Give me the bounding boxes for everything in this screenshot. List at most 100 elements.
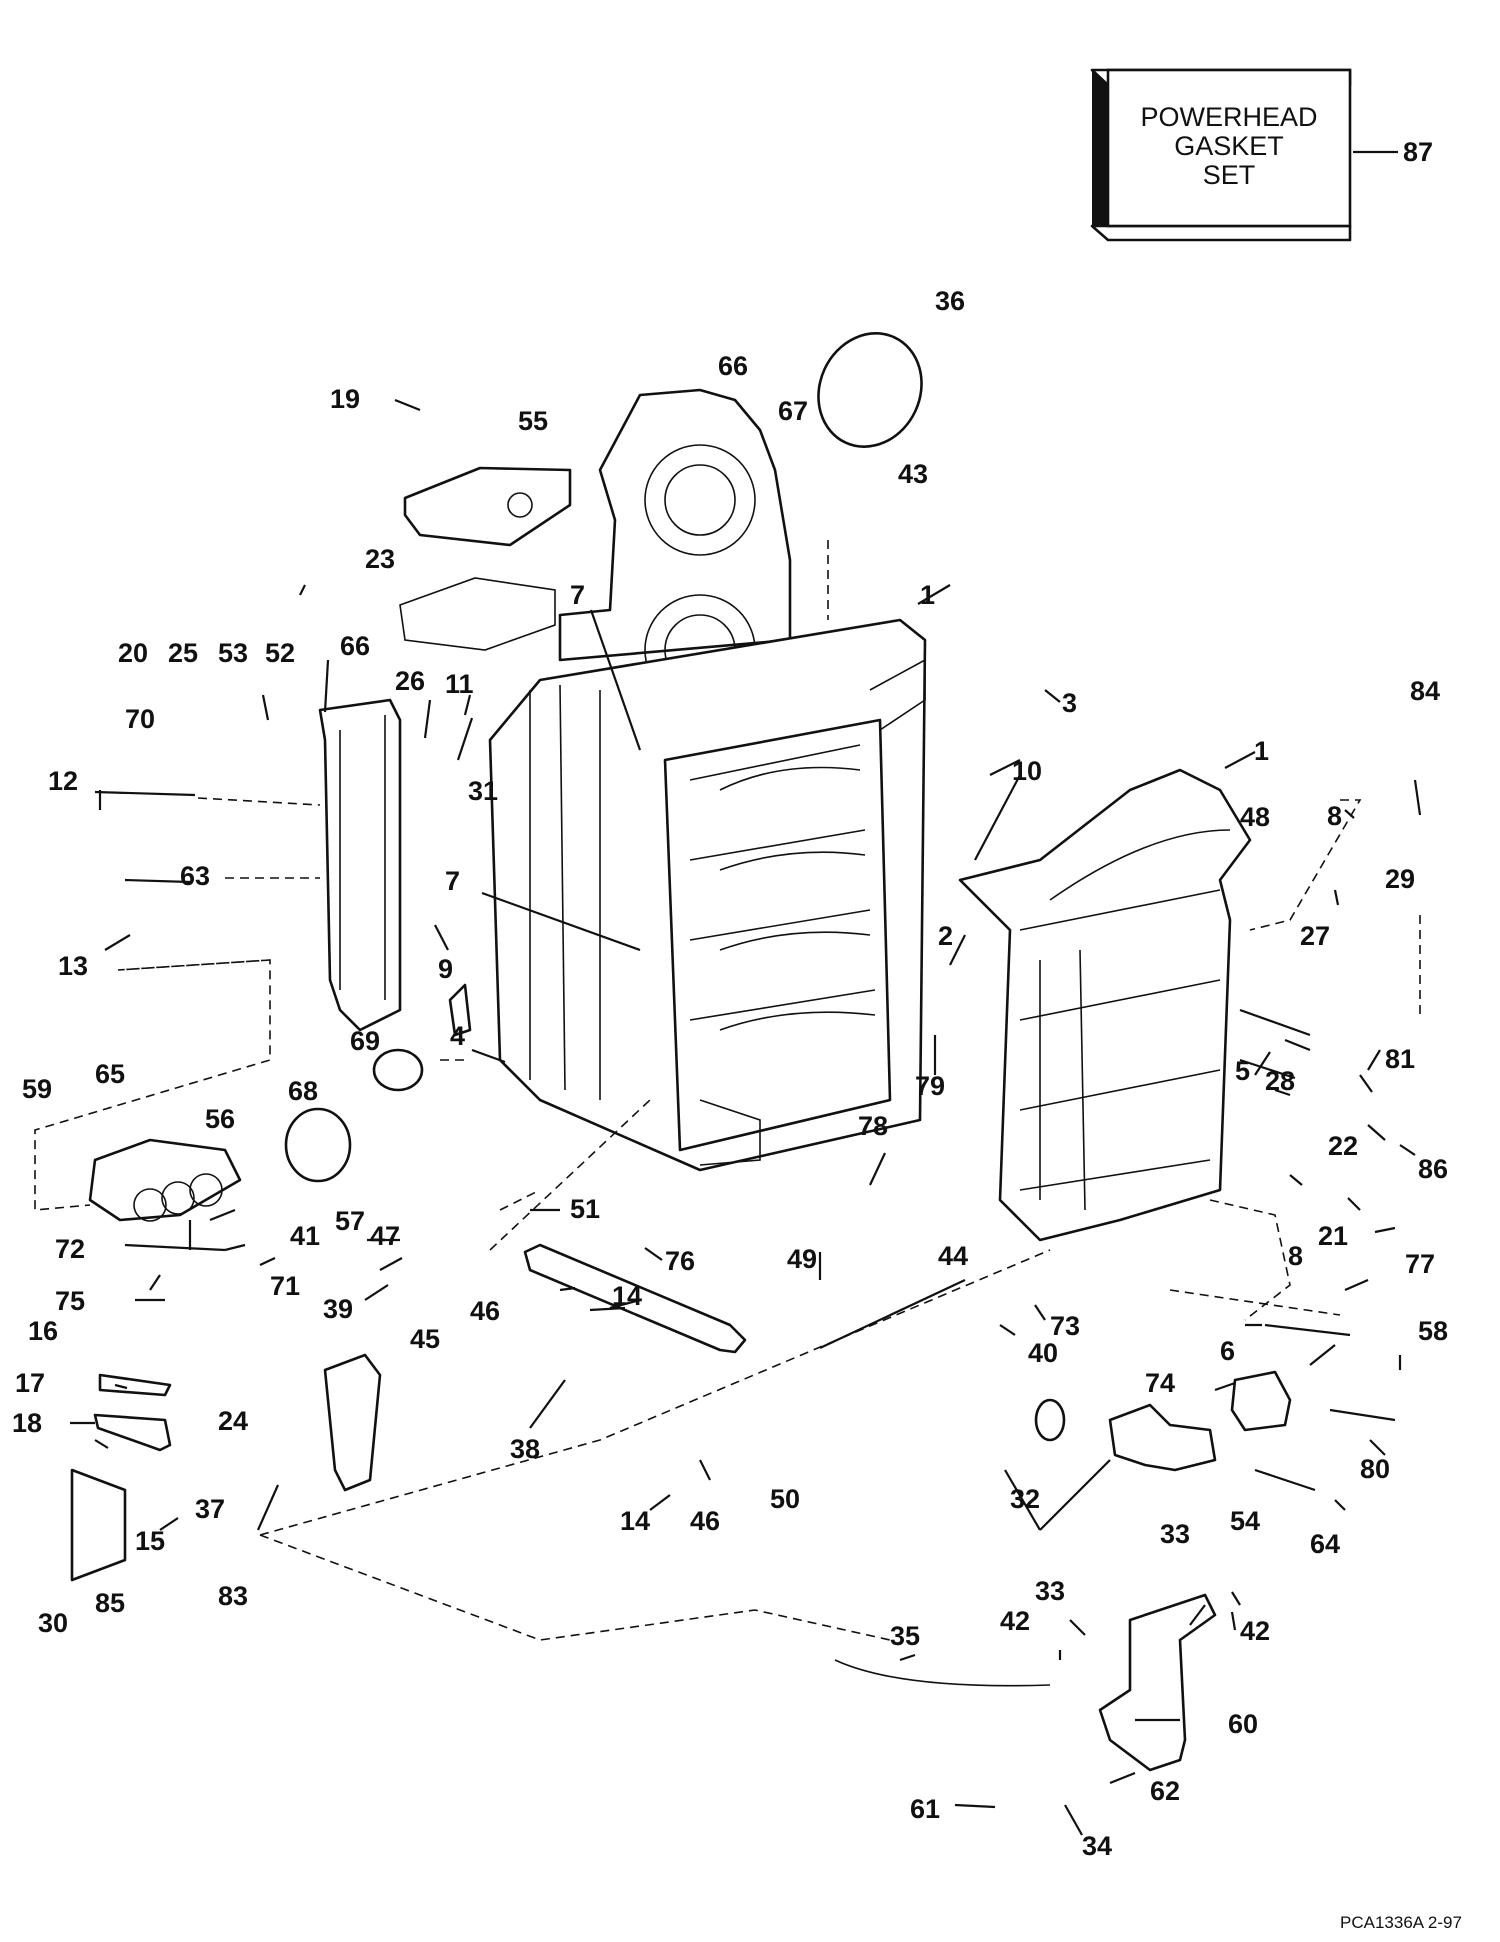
callout-59: 59 xyxy=(22,1074,52,1104)
callout-23: 23 xyxy=(365,544,395,574)
callout-83: 83 xyxy=(218,1581,248,1611)
callout-27: 27 xyxy=(1300,921,1330,951)
callout-63: 63 xyxy=(180,861,210,891)
callout-34: 34 xyxy=(1082,1831,1112,1861)
callout-42b: 42 xyxy=(1240,1616,1270,1646)
callout-81: 81 xyxy=(1385,1044,1415,1074)
callout-71: 71 xyxy=(270,1271,300,1301)
callout-33a: 33 xyxy=(1035,1576,1065,1606)
callout-54: 54 xyxy=(1230,1506,1260,1536)
callout-46a: 46 xyxy=(470,1296,500,1326)
callout-64: 64 xyxy=(1310,1529,1340,1559)
powerhead-gasket-set-box: POWERHEAD GASKET SET 87 xyxy=(1090,68,1433,242)
callout-20: 20 xyxy=(118,638,148,668)
box-line-3: SET xyxy=(1203,160,1256,190)
callout-14b: 14 xyxy=(620,1506,650,1536)
callout-11: 11 xyxy=(445,669,474,699)
callout-36: 36 xyxy=(935,286,965,316)
callout-35: 35 xyxy=(890,1621,920,1651)
callout-61: 61 xyxy=(910,1794,940,1824)
callout-42a: 42 xyxy=(1000,1606,1030,1636)
callout-19: 19 xyxy=(330,384,360,414)
callout-74: 74 xyxy=(1145,1368,1175,1398)
callout-47: 47 xyxy=(370,1221,400,1251)
brackets-drawing xyxy=(70,1353,382,1582)
callout-6: 6 xyxy=(1220,1336,1235,1366)
callout-8a: 8 xyxy=(1327,801,1342,831)
callout-85: 85 xyxy=(95,1588,125,1618)
callout-65: 65 xyxy=(95,1059,125,1089)
exhaust-cover-drawing xyxy=(318,698,402,1032)
callout-2: 2 xyxy=(938,921,953,951)
callout-67: 67 xyxy=(778,396,808,426)
callout-1a: 1 xyxy=(920,580,935,610)
callout-46b: 46 xyxy=(690,1506,720,1536)
callout-17: 17 xyxy=(15,1368,45,1398)
crankcase-half-drawing xyxy=(958,768,1252,1242)
callout-12: 12 xyxy=(48,766,78,796)
callout-57: 57 xyxy=(335,1206,365,1236)
callout-41: 41 xyxy=(290,1221,320,1251)
callout-48: 48 xyxy=(1240,802,1270,832)
callout-40: 40 xyxy=(1028,1338,1058,1368)
callout-56: 56 xyxy=(205,1104,235,1134)
callout-55: 55 xyxy=(518,406,548,436)
callout-37: 37 xyxy=(195,1494,225,1524)
callout-29: 29 xyxy=(1385,864,1415,894)
callout-13: 13 xyxy=(58,951,88,981)
callout-9: 9 xyxy=(438,954,453,984)
callout-43: 43 xyxy=(898,459,928,489)
callout-21: 21 xyxy=(1318,1221,1348,1251)
drawing-code: PCA1336A 2-97 xyxy=(1340,1913,1462,1932)
o-ring-36-drawing xyxy=(817,332,923,448)
callout-44: 44 xyxy=(938,1241,968,1271)
callout-22: 22 xyxy=(1328,1131,1358,1161)
callout-49: 49 xyxy=(787,1244,817,1274)
callout-66b: 66 xyxy=(340,631,370,661)
callout-labels: 1 1 2 3 4 5 6 7 7 8 8 9 10 11 12 13 14 1… xyxy=(12,286,1448,1861)
callout-18: 18 xyxy=(12,1408,42,1438)
callout-86: 86 xyxy=(1418,1154,1448,1184)
callout-80: 80 xyxy=(1360,1454,1390,1484)
leader-lines xyxy=(70,398,1422,1836)
dashed-guides xyxy=(34,540,1421,1641)
link-38-drawing xyxy=(523,1243,747,1354)
callout-24: 24 xyxy=(218,1406,248,1436)
callout-31: 31 xyxy=(468,776,498,806)
callout-28: 28 xyxy=(1265,1066,1295,1096)
callout-26: 26 xyxy=(395,666,425,696)
bolts-and-rods-drawing xyxy=(94,790,1396,1687)
callout-72: 72 xyxy=(55,1234,85,1264)
callout-60: 60 xyxy=(1228,1709,1258,1739)
callout-62: 62 xyxy=(1150,1776,1180,1806)
callout-25: 25 xyxy=(168,638,198,668)
callout-50: 50 xyxy=(770,1484,800,1514)
callout-75: 75 xyxy=(55,1286,85,1316)
callout-45: 45 xyxy=(410,1324,440,1354)
callout-51: 51 xyxy=(570,1194,600,1224)
callout-7b: 7 xyxy=(445,866,460,896)
callout-52: 52 xyxy=(265,638,295,668)
callout-39: 39 xyxy=(323,1294,353,1324)
callout-58: 58 xyxy=(1418,1316,1448,1346)
cover-and-gasket-drawing xyxy=(399,466,572,651)
box-line-1: POWERHEAD xyxy=(1140,102,1317,132)
callout-79: 79 xyxy=(915,1071,945,1101)
callout-7a: 7 xyxy=(570,580,585,610)
callout-5: 5 xyxy=(1235,1056,1250,1086)
callout-69: 69 xyxy=(350,1026,380,1056)
mounts-drawing xyxy=(284,1048,1292,1472)
callout-78: 78 xyxy=(858,1111,888,1141)
callout-33b: 33 xyxy=(1160,1519,1190,1549)
callout-8b: 8 xyxy=(1288,1241,1303,1271)
callout-3: 3 xyxy=(1062,688,1077,718)
callout-15: 15 xyxy=(135,1526,165,1556)
callout-32: 32 xyxy=(1010,1484,1040,1514)
callout-73: 73 xyxy=(1050,1311,1080,1341)
callout-53: 53 xyxy=(218,638,248,668)
callout-87: 87 xyxy=(1403,137,1433,167)
callout-16: 16 xyxy=(28,1316,58,1346)
arm-60-drawing xyxy=(1098,1593,1217,1772)
callout-10: 10 xyxy=(1012,756,1042,786)
